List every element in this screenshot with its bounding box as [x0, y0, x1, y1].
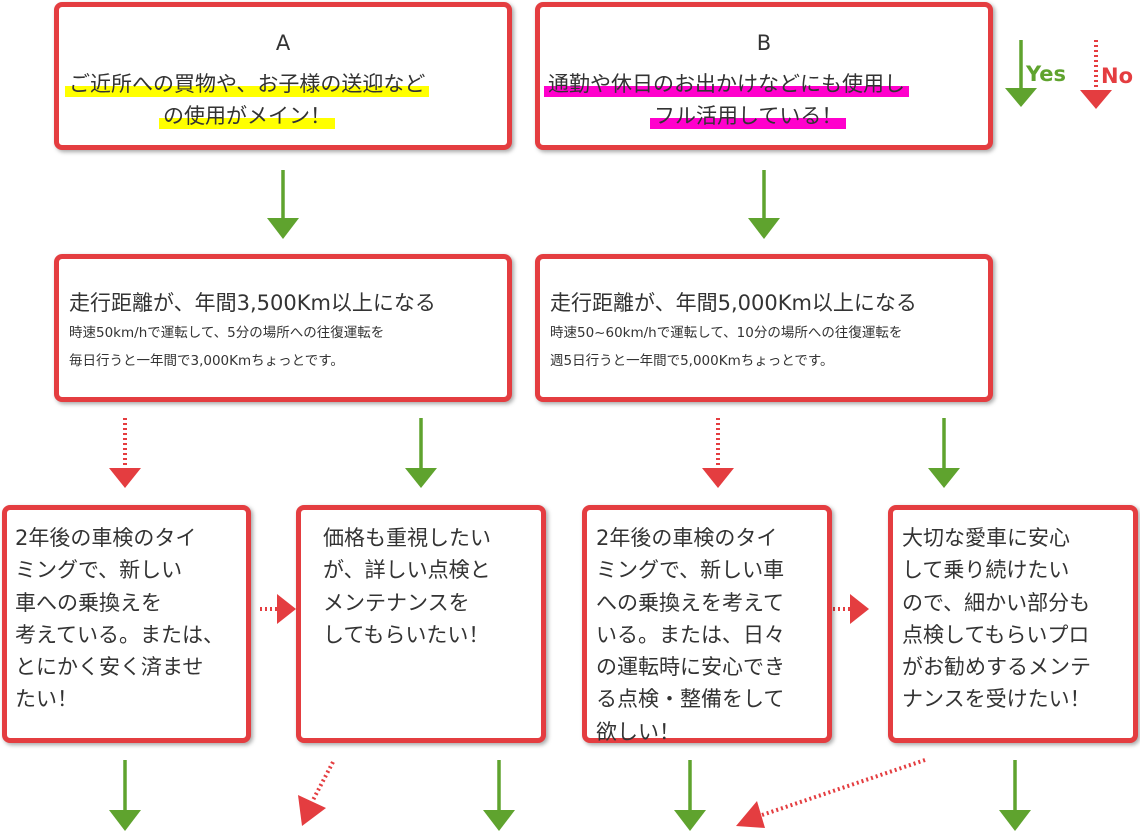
- choice-a-letter: A: [275, 31, 291, 55]
- condition-box-b: 走行距離が、年間5,000Km以上になる 時速50~60km/hで運転して、10…: [535, 254, 993, 402]
- condition-b-title: 走行距離が、年間5,000Km以上になる: [550, 291, 917, 315]
- choice-b-line1: 通勤や休日のお出かけなどにも使用し: [544, 71, 909, 97]
- arrow-cond-a-yes-icon: [405, 418, 437, 488]
- condition-b-note2: 週5日行うと一年間で5,000Kmちょっとです。: [550, 353, 834, 369]
- condition-a-title: 走行距離が、年間3,500Km以上になる: [69, 291, 436, 315]
- arrow-b-to-cond-icon: [748, 170, 780, 239]
- option-3-line: いる。または、日々: [596, 622, 785, 647]
- choice-box-b: B 通勤や休日のお出かけなどにも使用し フル活用している！: [535, 2, 993, 150]
- choice-a-line1: ご近所への買物や、お子様の送迎など: [65, 71, 430, 97]
- option-2-line: メンテナンスを: [323, 590, 470, 615]
- option-2-line: 価格も重視したい: [323, 526, 491, 550]
- arrow-cond-b-yes-icon: [928, 418, 960, 488]
- arrow-opt3-bottom-icon: [674, 760, 706, 831]
- option-4-line: 点検してもらいプロ: [902, 622, 1090, 647]
- option-2-text: 価格も重視したい が、詳しい点検と メンテナンスを してもらいたい！: [323, 522, 491, 651]
- choice-box-a: A ご近所への買物や、お子様の送迎など の使用がメイン！: [54, 2, 512, 150]
- option-1-text: 2年後の車検のタイ ミングで、新しい 車への乗換えを 考えている。または、 とに…: [15, 522, 224, 716]
- option-1-line: 2年後の車検のタイ: [15, 526, 197, 550]
- option-4-line: 大切な愛車に安心: [902, 526, 1070, 550]
- option-box-4: 大切な愛車に安心 して乗り続けたい ので、細かい部分も 点検してもらいプロ がお…: [888, 505, 1138, 743]
- option-1-line: 考えている。または、: [15, 622, 224, 647]
- option-2-line: してもらいたい！: [323, 622, 490, 647]
- choice-b-line2: フル活用している！: [650, 103, 847, 129]
- choice-b-letter: B: [756, 31, 772, 55]
- arrow-opt1-bottom-icon: [109, 760, 141, 831]
- arrow-cond-a-no-icon: [109, 418, 141, 488]
- condition-box-a: 走行距離が、年間3,500Km以上になる 時速50km/hで運転して、5分の場所…: [54, 254, 512, 402]
- arrow-opt1-to-opt2-icon: [260, 594, 296, 624]
- option-3-line: 欲しい！: [596, 719, 680, 744]
- arrow-cond-b-no-icon: [702, 418, 734, 488]
- option-1-line: たい！: [15, 687, 78, 712]
- condition-b-note1: 時速50~60km/hで運転して、10分の場所への往復運転を: [550, 325, 903, 341]
- arrow-opt2-bottom-icon: [483, 760, 515, 831]
- option-4-line: して乗り続けたい: [902, 558, 1070, 583]
- option-3-line: ミングで、新しい車: [596, 558, 785, 583]
- option-1-line: 車への乗換えを: [15, 590, 162, 615]
- option-4-line: がお勧めするメンテ: [902, 655, 1091, 680]
- option-3-text: 2年後の車検のタイ ミングで、新しい車 への乗換えを考えて いる。または、日々 …: [596, 522, 785, 748]
- option-2-line: が、詳しい点検と: [323, 558, 491, 583]
- arrow-opt2-no-diagonal-icon: [298, 761, 335, 826]
- option-4-line: ナンスを受けたい！: [902, 687, 1091, 712]
- condition-a-note1: 時速50km/hで運転して、5分の場所への往復運転を: [69, 325, 385, 341]
- option-box-1: 2年後の車検のタイ ミングで、新しい 車への乗換えを 考えている。または、 とに…: [2, 505, 251, 743]
- arrow-opt3-to-opt4-icon: [833, 594, 869, 624]
- choice-a-line2: の使用がメイン！: [159, 103, 335, 129]
- option-1-line: ミングで、新しい: [15, 558, 183, 583]
- option-box-2: 価格も重視したい が、詳しい点検と メンテナンスを してもらいたい！: [296, 505, 546, 743]
- option-3-line: への乗換えを考えて: [596, 590, 784, 615]
- legend-yes-label: Yes: [1026, 62, 1067, 86]
- arrow-opt4-bottom-icon: [999, 760, 1031, 831]
- option-3-line: 2年後の車検のタイ: [596, 526, 778, 550]
- option-1-line: とにかく安く済ませ: [15, 655, 204, 680]
- arrow-a-to-cond-icon: [267, 170, 299, 239]
- option-4-line: ので、細かい部分も: [902, 590, 1091, 615]
- condition-a-note2: 毎日行うと一年間で3,000Kmちょっとです。: [69, 353, 344, 369]
- arrow-opt4-no-diagonal-icon: [736, 758, 926, 828]
- legend-no-arrow-icon: [1080, 40, 1112, 109]
- legend-yes-arrow-icon: [1005, 40, 1037, 107]
- option-box-3: 2年後の車検のタイ ミングで、新しい車 への乗換えを考えて いる。または、日々 …: [582, 505, 832, 744]
- option-3-line: る点検・整備をして: [596, 687, 785, 712]
- option-3-line: の運転時に安心でき: [596, 655, 785, 680]
- legend-no-label: No: [1101, 64, 1134, 88]
- option-4-text: 大切な愛車に安心 して乗り続けたい ので、細かい部分も 点検してもらいプロ がお…: [902, 522, 1091, 716]
